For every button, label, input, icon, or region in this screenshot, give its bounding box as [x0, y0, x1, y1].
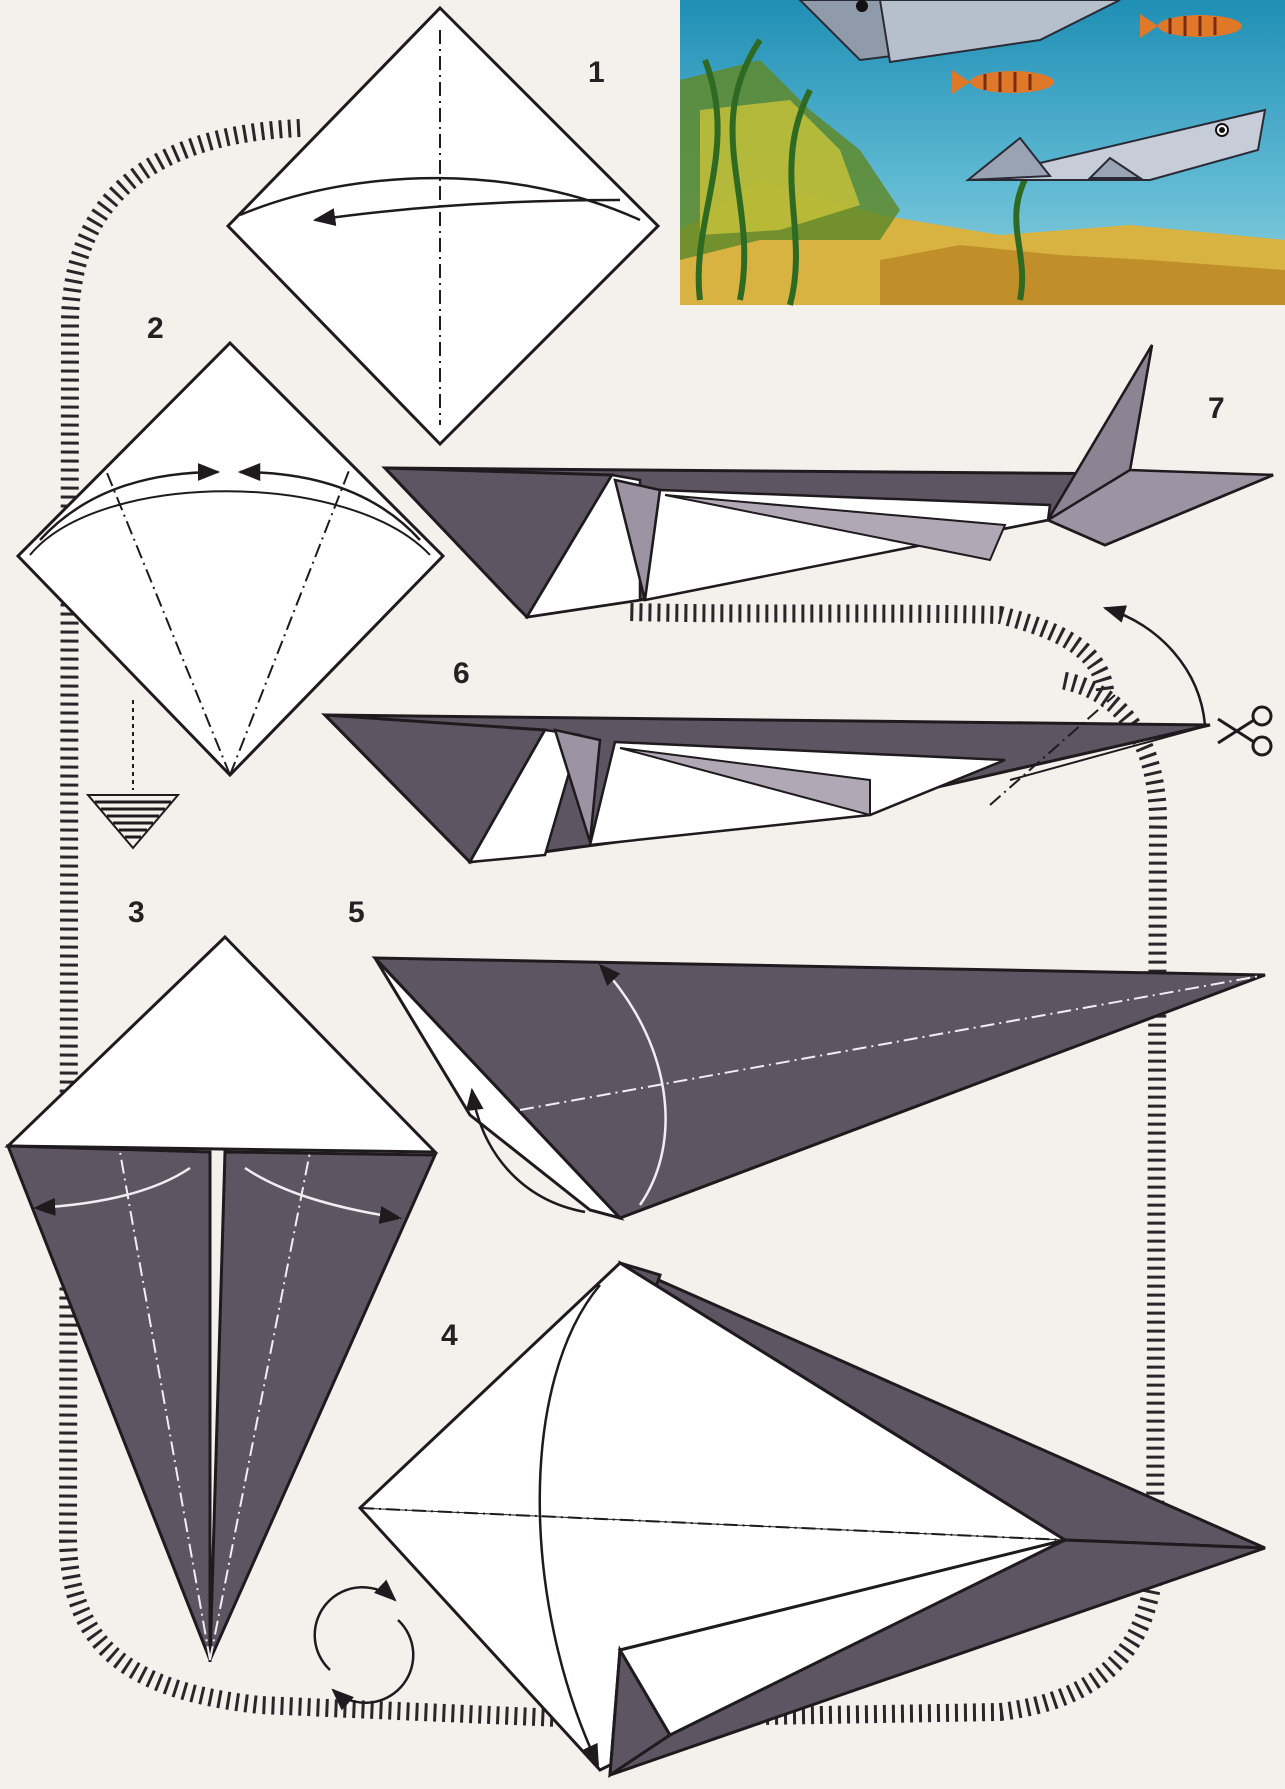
push-down-arrow-icon — [88, 700, 178, 848]
step-number-5: 5 — [348, 896, 365, 929]
step-number-7: 7 — [1208, 392, 1225, 425]
step-6-diagram — [325, 695, 1210, 862]
step-4-diagram — [360, 1263, 1265, 1775]
scissors-icon — [1218, 707, 1271, 755]
turn-over-icon — [315, 1587, 414, 1703]
step-2-diagram — [18, 343, 443, 775]
step-number-3: 3 — [128, 896, 145, 929]
aquarium-illustration — [680, 0, 1285, 305]
step-number-4: 4 — [441, 1319, 458, 1352]
step-number-1: 1 — [588, 56, 605, 89]
step-number-2: 2 — [147, 312, 164, 345]
step-5-diagram — [375, 958, 1265, 1218]
unfold-arrow-icon — [1105, 608, 1205, 725]
step-7-diagram — [385, 345, 1273, 617]
step-number-6: 6 — [453, 657, 470, 690]
